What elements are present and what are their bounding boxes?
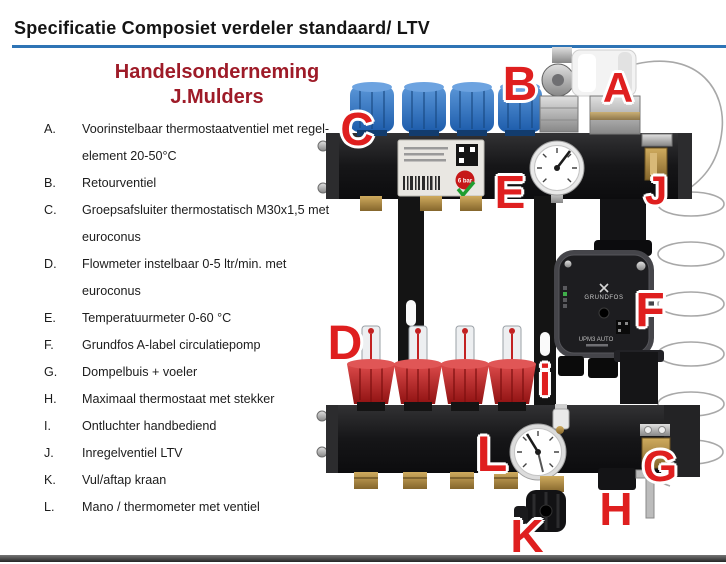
spec-text: Mano / thermometer met ventiel	[82, 500, 260, 514]
spec-key: C.	[44, 203, 57, 217]
spec-key: I.	[44, 419, 51, 433]
spec-key: F.	[44, 338, 54, 352]
spec-text: Retourventiel	[82, 176, 157, 190]
circulation-pump: GRUNDFOS UPM3 AUTO	[554, 250, 664, 404]
spec-key: H.	[44, 392, 57, 406]
spec-key: J.	[44, 446, 54, 460]
manual-air-vent	[552, 404, 570, 430]
spec-item-c: C. Groepsafsluiter thermostatisch M30x1,5…	[44, 197, 344, 251]
photo-label-l: L	[476, 426, 508, 482]
spec-text: Temperatuurmeter 0-60 °C	[82, 311, 232, 325]
spec-key: A.	[44, 122, 56, 136]
photo-label-g: G	[642, 442, 678, 491]
pump-model-text: UPM3 AUTO	[579, 337, 614, 343]
fill-drain-valve	[514, 476, 566, 532]
immersion-sleeve	[640, 424, 671, 469]
photo-label-f: F	[635, 284, 665, 337]
spec-item-k: K. Vul/aftap kraan	[44, 467, 344, 494]
photo-label-c: C	[340, 103, 374, 155]
spec-text: Grundfos A-label circulatiepomp	[82, 338, 261, 352]
spec-text: Flowmeter instelbaar 0-5 ltr/min. met eu…	[82, 257, 287, 298]
spec-key: L.	[44, 500, 55, 514]
spec-item-a: A. Voorinstelbaar thermostaatventiel met …	[44, 116, 344, 170]
photo-label-a: A	[602, 64, 634, 111]
spec-item-i: I. Ontluchter handbediend	[44, 413, 344, 440]
spec-text: Maximaal thermostaat met stekker	[82, 392, 275, 406]
blue-valve-caps	[350, 82, 542, 136]
photo-label-i: i	[538, 356, 552, 405]
ltv-balancing-valve	[641, 133, 673, 181]
spec-key: G.	[44, 365, 58, 379]
photo-label-b: B	[502, 58, 538, 111]
grundfos-logo-icon	[599, 283, 609, 293]
product-sticker: 6 bar	[397, 139, 485, 198]
photo-label-h: H	[599, 483, 633, 535]
spec-item-d: D. Flowmeter instelbaar 0-5 ltr/min. met …	[44, 251, 344, 305]
spec-text: Vul/aftap kraan	[82, 473, 167, 487]
pump-brand-text: GRUNDFOS	[584, 295, 623, 301]
check-icon	[456, 180, 476, 198]
retour-valve-knob	[539, 47, 579, 133]
brand-line-2: J.Mulders	[170, 86, 264, 108]
spec-item-f: F. Grundfos A-label circulatiepomp	[44, 332, 344, 359]
spec-text: Ontluchter handbediend	[82, 419, 217, 433]
page-title: Specificatie Composiet verdeler standaar…	[14, 18, 430, 38]
spec-key: B.	[44, 176, 56, 190]
spec-item-h: H. Maximaal thermostaat met stekker	[44, 386, 344, 413]
sticker-pressure-rating: 6 bar	[458, 179, 473, 185]
temperature-gauge	[529, 140, 585, 203]
max-thermostat	[598, 468, 655, 519]
spec-text: Groepsafsluiter thermostatisch M30x1,5 m…	[82, 203, 330, 244]
photo-label-d: D	[327, 317, 363, 370]
flowmeters	[347, 325, 536, 411]
spec-key: D.	[44, 257, 57, 271]
spec-item-b: B. Retourventiel	[44, 170, 344, 197]
spec-list: A. Voorinstelbaar thermostaatventiel met …	[44, 116, 344, 521]
brand-line-1: Handelsonderneming	[114, 61, 320, 83]
spec-item-e: E. Temperatuurmeter 0-60 °C	[44, 305, 344, 332]
footer-bar	[0, 555, 726, 562]
thermo-element	[571, 49, 641, 135]
mano-thermometer-gauge	[509, 423, 567, 481]
spec-key: K.	[44, 473, 56, 487]
brand-heading: Handelsonderneming J.Mulders	[52, 60, 382, 110]
sticker-barcode	[403, 176, 440, 190]
title-underline	[12, 45, 726, 48]
spec-text: Voorinstelbaar thermostaatventiel met re…	[82, 122, 330, 163]
brass-outlets	[354, 196, 518, 489]
spec-item-g: G. Dompelbuis + voeler	[44, 359, 344, 386]
spec-item-l: L. Mano / thermometer met ventiel	[44, 494, 344, 521]
photo-label-j: J	[644, 169, 668, 213]
photo-label-e: E	[494, 166, 526, 218]
spec-text: Inregelventiel LTV	[82, 446, 183, 460]
photo-label-k: K	[510, 510, 544, 562]
spec-text: Dompelbuis + voeler	[82, 365, 198, 379]
pump-piping	[594, 199, 652, 256]
spec-item-j: J. Inregelventiel LTV	[44, 440, 344, 467]
spec-key: E.	[44, 311, 56, 325]
